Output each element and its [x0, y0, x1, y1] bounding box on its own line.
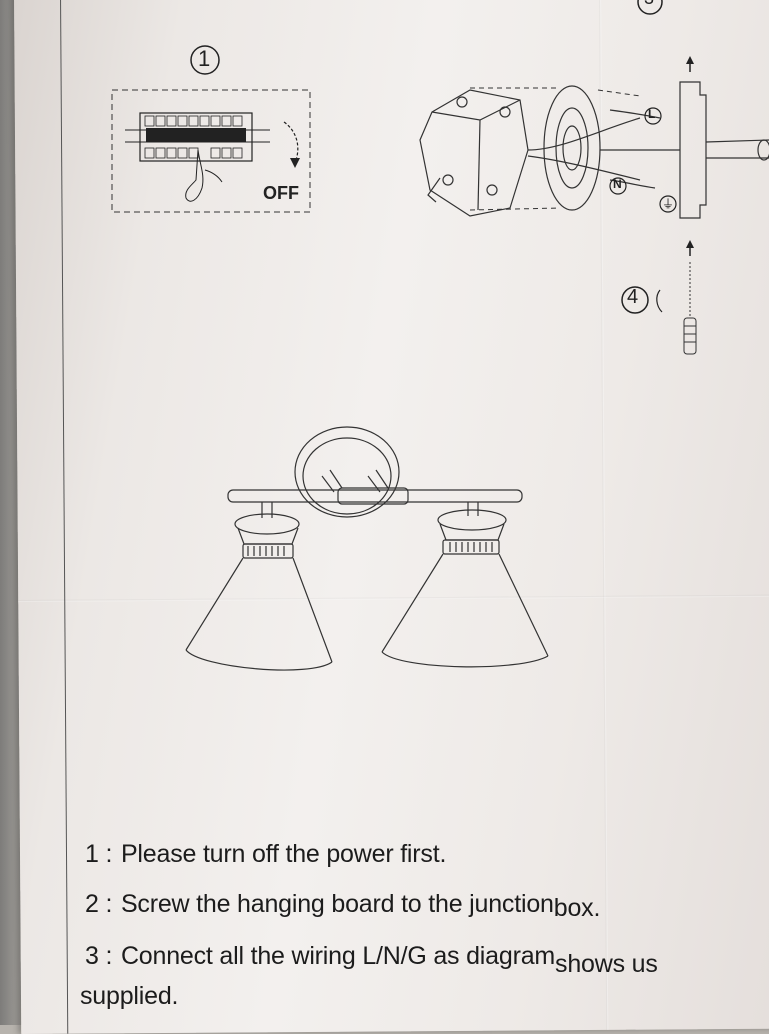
- instruction-3: 3 : Connect all the wiring L/N/G as diag…: [85, 942, 658, 978]
- rotate-arrow-icon: [656, 289, 663, 313]
- live-wire-marker: [644, 107, 662, 125]
- junction-box-diagram: [419, 89, 529, 217]
- instruction-1: 1 : Please turn off the power first.: [85, 840, 446, 869]
- curved-arrow-icon: [283, 121, 299, 161]
- mounting-plate-diagram: [543, 85, 601, 211]
- instruction-1-text: Please turn off the power first.: [120, 840, 447, 868]
- instruction-1-number: 1 :: [85, 840, 113, 868]
- breaker-strip: [125, 112, 270, 162]
- instruction-3-number: 3 :: [85, 942, 113, 970]
- step4-number: 4: [627, 286, 639, 308]
- step3-circle: [637, 0, 663, 15]
- instruction-2-number: 2 :: [85, 890, 113, 918]
- wall-plate-side-view: [679, 81, 769, 219]
- screw-arrows: [686, 56, 694, 256]
- live-label: L: [648, 107, 656, 121]
- off-label: OFF: [263, 183, 299, 203]
- instruction-3-text: Connect all the wiring L/N/G as diagram: [120, 942, 556, 970]
- hand-icon: [185, 149, 204, 202]
- light-fixture-diagram: [185, 426, 549, 671]
- instruction-3-tail: shows us: [555, 950, 658, 978]
- instruction-3-continuation: supplied.: [80, 982, 179, 1010]
- step1-number: 1: [198, 46, 211, 71]
- ground-wire-marker: [659, 195, 677, 213]
- instruction-2: 2 : Screw the hanging board to the junct…: [85, 890, 600, 922]
- ground-label: ⏚: [662, 197, 675, 211]
- instruction-2-text: Screw the hanging board to the junction: [120, 890, 554, 918]
- neutral-label: N: [613, 177, 622, 191]
- neutral-wire-marker: [609, 177, 627, 195]
- step4-circle: [621, 286, 649, 314]
- screwdriver-icon: [683, 262, 697, 355]
- wiring-diagram: [527, 109, 680, 189]
- step3-number: 3: [644, 0, 654, 9]
- step1-circle: [190, 45, 220, 75]
- instruction-2-tail: box.: [553, 894, 601, 922]
